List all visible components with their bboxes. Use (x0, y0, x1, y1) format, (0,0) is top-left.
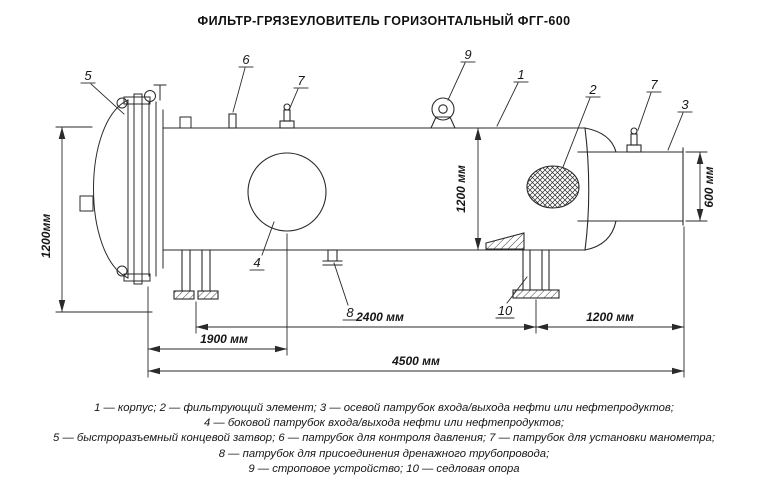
legend-line-5: 9 — строповое устройство; 10 — седловая … (248, 462, 520, 475)
drawing-title: ФИЛЬТР-ГРЯЗЕУЛОВИТЕЛЬ ГОРИЗОНТАЛЬНЫЙ ФГГ… (197, 14, 571, 28)
lifting-lug (430, 97, 456, 129)
callout-leaders (80, 61, 693, 321)
legend-line-3: 5 — быстроразъемный концевой затвор; 6 —… (53, 432, 715, 445)
callout-numbers: 5 6 7 9 1 2 7 3 4 8 10 (84, 47, 689, 320)
dim-height-left: 1200мм (39, 214, 53, 259)
callout-2: 2 (588, 82, 597, 97)
dim-height-right: 600 мм (702, 166, 716, 207)
side-nozzle (247, 152, 327, 232)
callout-8: 8 (346, 305, 354, 320)
callout-3: 3 (681, 97, 689, 112)
callout-5: 5 (84, 68, 92, 83)
drain-nozzle (322, 249, 343, 266)
callout-4: 4 (253, 255, 260, 270)
filter-element (485, 165, 580, 250)
callout-6: 6 (242, 52, 250, 67)
dim-2400: 2400 мм (355, 310, 404, 324)
callout-7-right: 7 (650, 77, 658, 92)
left-support-legs (173, 249, 219, 300)
dim-1200: 1200 мм (586, 310, 634, 324)
dimension-lines (55, 126, 708, 378)
callout-7-left: 7 (297, 73, 305, 88)
dim-4500: 4500 мм (391, 354, 440, 368)
legend: 1 — корпус; 2 — фильтрующий элемент; 3 —… (0, 401, 768, 477)
callout-10: 10 (498, 303, 513, 318)
end-closure (79, 84, 192, 285)
legend-line-4: 8 — патрубок для присоединения дренажног… (218, 447, 550, 460)
dim-height-mid: 1200 мм (454, 165, 468, 213)
pressure-control-nozzle (228, 113, 237, 129)
vessel-shell (162, 127, 684, 251)
callout-1: 1 (517, 67, 524, 82)
dim-1900: 1900 мм (200, 332, 248, 346)
manometer-nozzle-left (279, 103, 295, 129)
saddle-support (512, 249, 560, 299)
manometer-nozzle-right (626, 127, 642, 153)
legend-line-1: 1 — корпус; 2 — фильтрующий элемент; 3 —… (94, 402, 674, 414)
callout-9: 9 (464, 47, 471, 62)
legend-line-2: 4 — боковой патрубок входа/выхода нефти … (203, 417, 565, 430)
dimension-labels: 1200мм 1200 мм 600 мм 2400 мм 1200 мм 19… (39, 165, 716, 368)
